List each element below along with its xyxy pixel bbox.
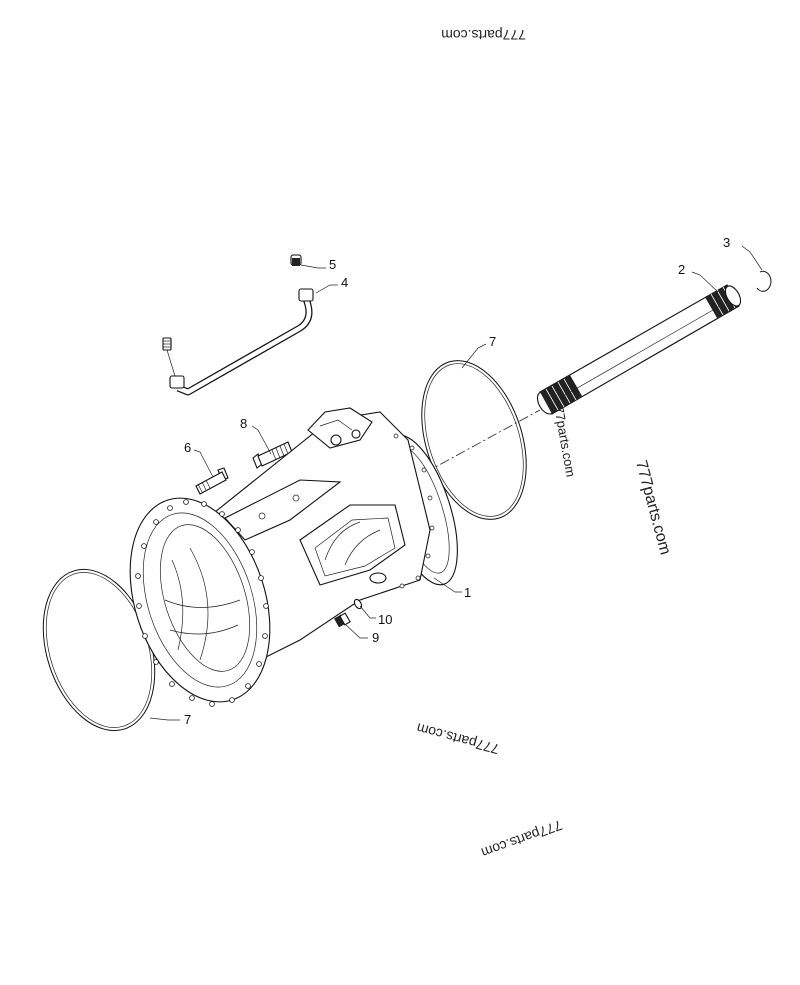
- callout-1: 1: [464, 585, 471, 600]
- o-ring-top: [421, 360, 527, 520]
- watermark-middle-bottom: 777parts.com: [415, 720, 501, 757]
- fitting-part-5: [290, 254, 302, 266]
- o-ring-top-inner: [424, 363, 524, 517]
- callout-7-bottom: 7: [184, 712, 191, 727]
- watermark-top: 777parts.com: [441, 27, 526, 43]
- callout-9: 9: [372, 630, 379, 645]
- snap-ring: [756, 270, 772, 292]
- callout-6: 6: [184, 440, 191, 455]
- bolt-part-6: [195, 467, 229, 495]
- callout-10: 10: [378, 612, 392, 627]
- watermark-bottom: 777parts.com: [479, 817, 564, 861]
- callout-5: 5: [329, 257, 336, 272]
- callout-8: 8: [240, 416, 247, 431]
- watermark-right-large: 777parts.com: [632, 459, 674, 557]
- callout-7-top: 7: [489, 334, 496, 349]
- axle-shaft: [536, 284, 742, 415]
- callout-2: 2: [678, 262, 685, 277]
- leader-lines: [149, 245, 763, 721]
- callout-3: 3: [723, 235, 730, 250]
- plug-part-9: [334, 612, 351, 628]
- breather-tube: [162, 288, 314, 396]
- callout-4: 4: [341, 275, 348, 290]
- axle-housing: [129, 407, 458, 707]
